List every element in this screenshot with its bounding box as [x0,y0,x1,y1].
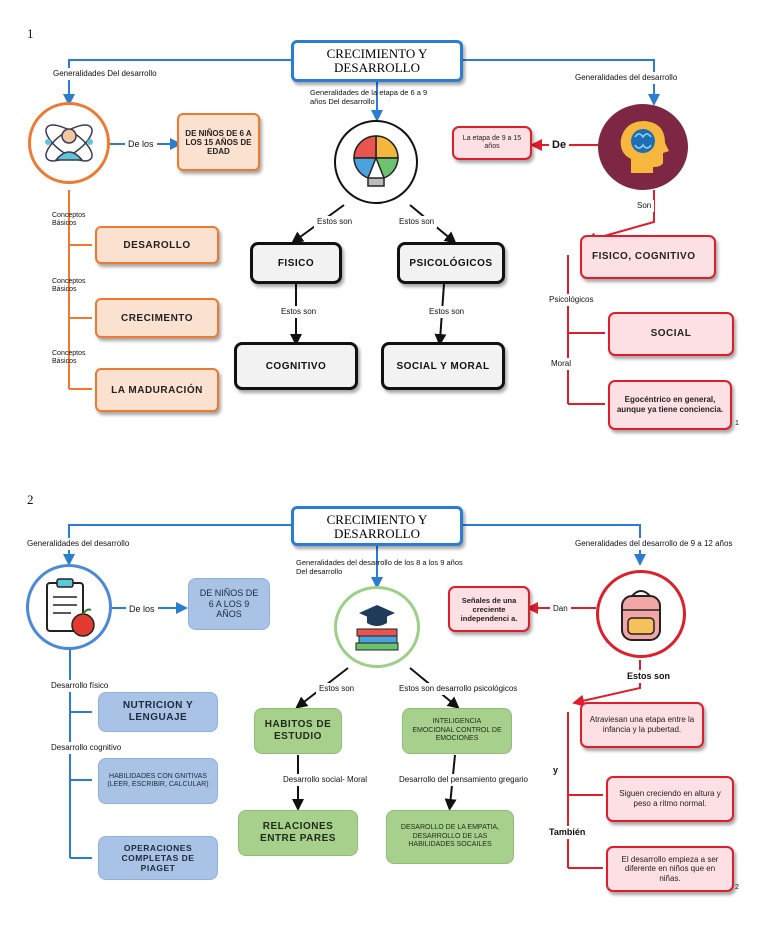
box-social-moral: SOCIAL Y MORAL [381,342,505,390]
concept-label: Conceptos Básicos [52,212,86,228]
concept-label: Conceptos Básicos [52,350,86,366]
right-header: Generalidades del desarrollo [572,72,681,84]
stage-box: La etapa de 9 a 15 años [452,126,532,160]
age-range-box: DE NIÑOS DE 6 A LOS 15 AÑOS DE EDAD [177,113,260,171]
signs-box: Señales de una creciente independenci a. [448,586,530,632]
label-estos-son: Estos son [396,216,438,228]
left-header: Generalidades Del desarrollo [50,68,160,80]
box-fisico-cognitivo: FISICO, COGNITIVO [580,235,716,279]
label-son: Son [634,200,655,212]
box-empatia-habilidades: DESAROLLO DE LA EMPATIA, DESARROLLO DE L… [386,810,514,864]
label-psicologicos: Psicológicos [546,294,597,306]
box-siguen-creciendo: Siguen creciendo en altura y peso a ritm… [606,776,734,822]
label-estos-son: Estos son [426,306,468,318]
box-relaciones-pares: RELACIONES ENTRE PARES [238,810,358,856]
concept-box-desarollo: DESAROLLO [95,226,219,264]
center-header: Generalidades de la etapa de 6 a 9 años … [310,88,428,106]
box-nutricion-lenguaje: NUTRICION Y LENGUAJE [98,692,218,732]
label-pensamiento-gregario: Desarrollo del pensamiento gregario [396,774,531,786]
label-y: y [550,764,562,777]
label-estos-son: Estos son [278,306,320,318]
box-inteligencia-emocional: INTELIGENCIA EMOCIONAL CONTROL DE EMOCIO… [402,708,512,754]
box-social: SOCIAL [608,312,734,356]
box-desarrollo-diferente: El desarrollo empieza a ser diferente en… [606,846,734,892]
connector-label: De los [125,138,157,151]
label-estos-son: Estos son [316,683,358,695]
concept-label: Conceptos Básicos [52,278,86,294]
connector-label: Dan [550,603,571,615]
box-egocentrico: Egocéntrico en general, aunque ya tiene … [608,380,732,430]
box-psicologicos: PSICOLÓGICOS [397,242,505,284]
corner-number: 2 [735,884,739,891]
diagram-title: CRECIMIENTO Y DESARROLLO [291,506,463,546]
box-cognitivo: COGNITIVO [234,342,358,390]
books-graduation-cap-icon [334,586,420,668]
center-header: Generalidades del desarrollo de los 8 a … [296,558,463,576]
label-desarrollo-fisico: Desarrollo físico [48,680,112,692]
label-moral: Moral [548,358,575,370]
concept-box-crecimento: CRECIMENTO [95,298,219,338]
label-estos-son: Estos son [624,670,674,683]
box-operaciones-piaget: OPERACIONES COMPLETAS DE PIAGET [98,836,218,880]
scientist-icon [28,102,110,184]
concept-box-maduracion: LA MADURACIÓN [95,368,219,412]
age-range-box: DE NIÑOS DE 6 A LOS 9 AÑOS [188,578,270,630]
label-estos-son-psicologicos: Estos son desarrollo psicológicos [396,683,521,695]
box-fisico: FISICO [250,242,342,284]
brain-head-icon [598,104,688,190]
backpack-icon [596,570,686,658]
label-estos-son: Estos son [314,216,356,228]
corner-number: 1 [735,420,739,427]
left-header: Generalidades del desarrollo [24,538,133,550]
diagram-title: CRECIMIENTO Y DESARROLLO [291,40,463,82]
page-number: 1 [27,26,34,41]
page-number: 2 [27,492,34,507]
label-desarrollo-cognitivo: Desarrollo cognitivo [48,742,125,754]
right-header: Generalidades del desarrollo de 9 a 12 a… [572,538,736,550]
box-habitos-estudio: HABITOS DE ESTUDIO [254,708,342,754]
label-desarrollo-social-moral: Desarrollo social- Moral [280,774,371,786]
connector-label: De [549,138,570,154]
brain-puzzle-bulb-icon [334,120,418,204]
label-tambien: También [546,826,589,839]
box-habilidades-cognitivas: HABILIDADES CON GNITIVAS (LEER, ESCRIBIR… [98,758,218,804]
clipboard-apple-icon [26,564,112,650]
box-etapa-infancia: Atraviesan una etapa entre la infancia y… [580,702,704,748]
connector-label: De los [126,603,158,616]
